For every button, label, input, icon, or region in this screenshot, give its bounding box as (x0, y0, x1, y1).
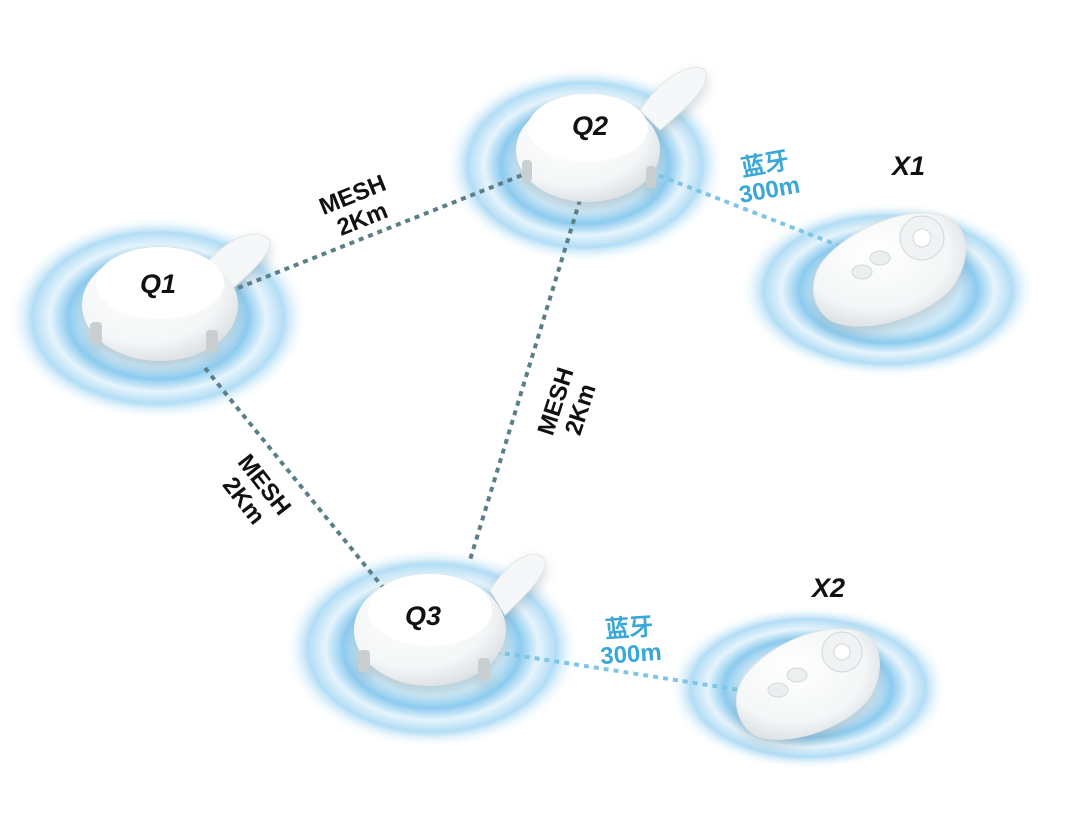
link-label-q3-x2-line1: 蓝牙 (604, 613, 654, 643)
q3-device (354, 553, 546, 686)
link-label-q2-x1: 蓝牙 300m (737, 147, 802, 209)
link-label-q2-q3: MESH 2Km (533, 364, 602, 438)
q1-device (82, 233, 271, 361)
q3-label: Q3 (405, 601, 441, 631)
mesh-link-q1-q2 (237, 170, 531, 290)
x1-label: X1 (890, 151, 925, 181)
q2-label: Q2 (572, 111, 608, 141)
mesh-link-q2-q3 (468, 199, 582, 561)
link-label-q3-x2-line2: 300m (599, 639, 662, 670)
q1-label: Q1 (140, 269, 176, 299)
link-label-q1-q2: MESH 2Km (315, 170, 391, 242)
x2-label: X2 (810, 573, 845, 603)
bluetooth-link-q3-x2 (494, 650, 741, 692)
mesh-link-q1-q3 (203, 366, 387, 592)
q2-device (516, 66, 707, 202)
x1-remote-device (812, 212, 967, 327)
x2-remote-device (735, 628, 880, 740)
link-label-q3-x2: 蓝牙 300m (599, 613, 662, 670)
